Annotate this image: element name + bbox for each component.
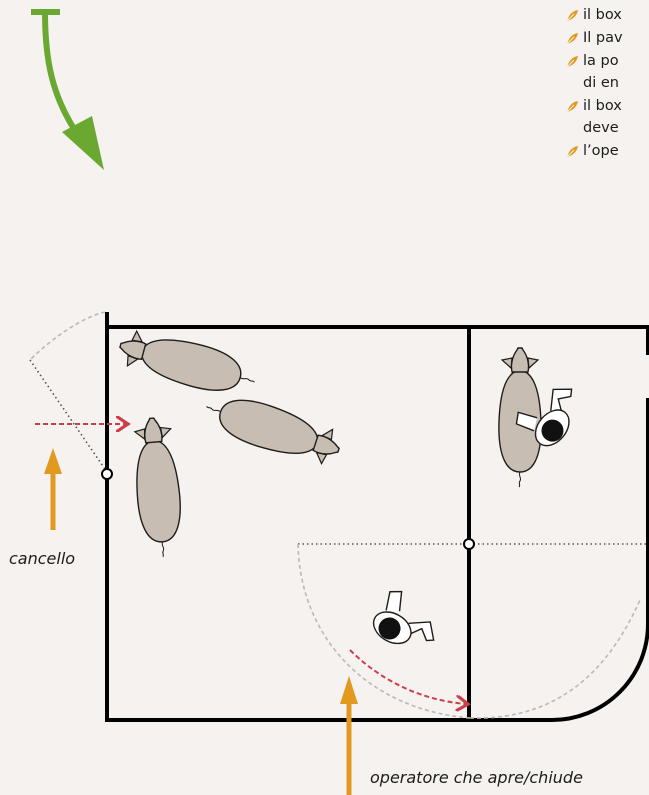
bullet-item: Il pav [566,27,649,49]
orange-leaf-icon [566,33,578,45]
orange-arrow-operator [340,676,358,795]
gate-swing [29,311,113,480]
orange-leaf-icon [566,56,578,68]
bullet-text-cont: deve [583,120,619,136]
orange-leaf-icon [566,101,578,113]
pig-icon [129,415,186,560]
bullet-item: il box deve [566,95,649,139]
pig-icon [114,324,261,403]
orange-leaf-icon [566,10,578,22]
gate-label: cancello [9,549,76,568]
bullet-text: Il pav [583,30,623,46]
green-curved-arrow-icon [31,9,104,170]
bullet-item: il box [566,4,649,26]
bullet-text: il box [583,98,622,114]
bullet-text: l’ope [583,143,619,159]
operator-label: operatore che apre/chiude [370,768,583,787]
bullet-item: la po di en [566,50,649,94]
door-swing [297,538,649,719]
orange-arrow-gate [44,448,62,530]
bullet-text-cont: di en [583,75,619,91]
bullet-list: il box Il pav la po di en il box deve l’… [566,4,649,163]
bullet-item: l’ope [566,140,649,162]
orange-leaf-icon [566,146,578,158]
person-topview-icon [367,585,448,662]
bullet-text: la po [583,53,619,69]
pig-icon [199,386,346,472]
bullet-text: il box [583,7,622,23]
